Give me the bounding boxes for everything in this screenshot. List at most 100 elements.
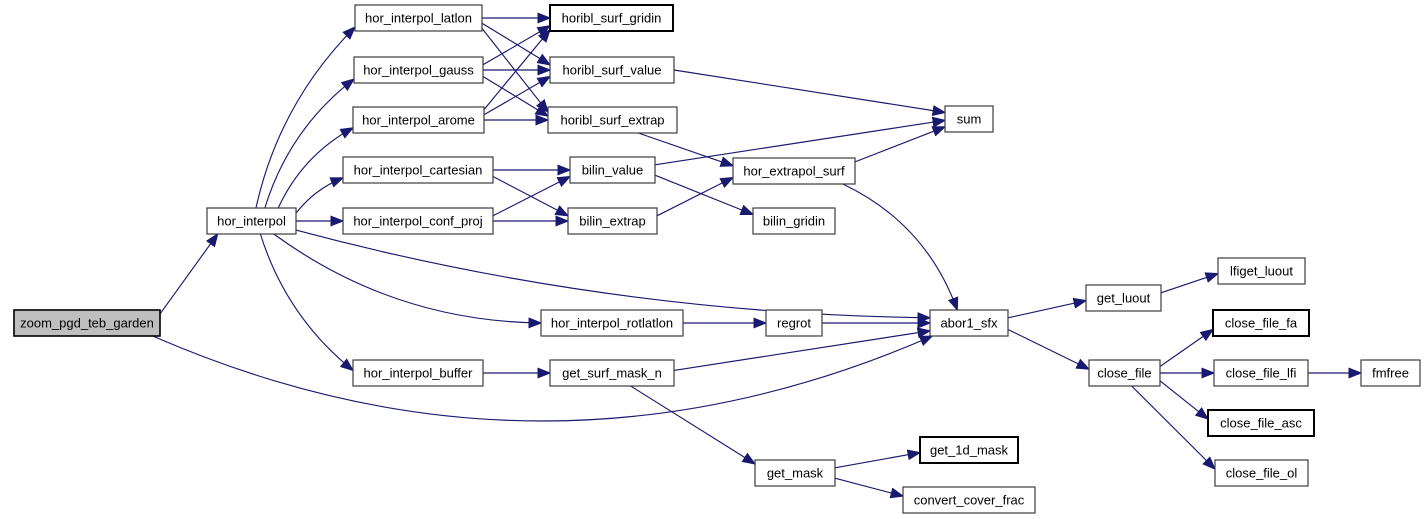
node-label: fmfree (1372, 366, 1409, 381)
node-hor_interpol_latlon[interactable]: hor_interpol_latlon (354, 4, 483, 32)
node-hor_interpol_cartesian[interactable]: hor_interpol_cartesian (342, 156, 494, 184)
node-box (342, 156, 494, 184)
edge-hor_interpol-to-hor_interpol_latlon (255, 26, 357, 209)
node-box (1088, 359, 1161, 387)
node-box (540, 309, 684, 337)
node-box (929, 309, 1009, 337)
edge-abor1_sfx-to-get_luout (1007, 297, 1088, 319)
edge-close_file-to-close_file_asc (1159, 380, 1210, 421)
node-close_file_asc[interactable]: close_file_asc (1207, 409, 1315, 437)
node-box (549, 359, 675, 387)
node-label: get_mask (767, 466, 824, 481)
node-box (944, 105, 994, 133)
node-label: close_file_ol (1226, 466, 1298, 481)
node-label: hor_interpol_cartesian (354, 163, 483, 178)
node-hor_interpol[interactable]: hor_interpol (206, 207, 297, 235)
node-horibl_surf_gridin[interactable]: horibl_surf_gridin (549, 4, 674, 32)
node-box (754, 459, 836, 487)
node-regrot[interactable]: regrot (765, 309, 823, 337)
node-close_file[interactable]: close_file (1088, 359, 1161, 387)
edge-hor_interpol-to-hor_interpol_cartesian (295, 177, 345, 214)
edge-hor_extrapol_surf-to-abor1_sfx (842, 183, 959, 312)
edge-hor_interpol-to-hor_interpol_buffer (259, 233, 355, 372)
edge-hor_interpol_arome-to-horibl_surf_value (483, 75, 552, 116)
node-box (1207, 409, 1315, 437)
node-horibl_surf_extrap[interactable]: horibl_surf_extrap (547, 106, 678, 134)
node-close_file_ol[interactable]: close_file_ol (1214, 459, 1309, 487)
node-bilin_gridin[interactable]: bilin_gridin (752, 207, 836, 235)
edge-bilin_value-to-bilin_gridin (654, 174, 755, 216)
node-label: bilin_extrap (579, 214, 646, 229)
edge-zoom_pgd_teb_garden-to-abor1_sfx (152, 335, 934, 422)
node-label: bilin_value (582, 163, 643, 178)
node-box (765, 309, 823, 337)
node-label: get_surf_mask_n (562, 366, 662, 381)
node-label: hor_interpol (217, 214, 286, 229)
edge-hor_interpol-to-hor_interpol_rotlatlon (273, 233, 543, 329)
node-zoom_pgd_teb_garden[interactable]: zoom_pgd_teb_garden (13, 309, 161, 337)
node-label: regrot (777, 316, 811, 331)
node-label: hor_interpol_buffer (364, 366, 474, 381)
node-label: zoom_pgd_teb_garden (20, 316, 154, 331)
node-get_1d_mask[interactable]: get_1d_mask (919, 436, 1019, 464)
node-box (354, 4, 483, 32)
node-label: bilin_gridin (763, 214, 825, 229)
node-label: horibl_surf_gridin (562, 11, 662, 26)
node-box (352, 359, 484, 387)
node-box (902, 486, 1036, 514)
node-label: hor_interpol_conf_proj (353, 214, 482, 229)
node-fmfree[interactable]: fmfree (1360, 359, 1421, 387)
node-box (206, 207, 297, 235)
node-close_file_fa[interactable]: close_file_fa (1212, 309, 1310, 337)
node-label: close_file_fa (1225, 316, 1298, 331)
node-hor_interpol_rotlatlon[interactable]: hor_interpol_rotlatlon (540, 309, 684, 337)
edge-horibl_surf_extrap-to-hor_extrapol_surf (638, 132, 735, 167)
edge-hor_interpol-to-hor_interpol_arome (277, 127, 355, 209)
edge-close_file-to-close_file_ol (1131, 385, 1217, 471)
edge-hor_interpol_arome-to-horibl_surf_gridin (483, 28, 551, 110)
node-box (732, 157, 856, 185)
node-box (1360, 359, 1421, 387)
node-get_mask[interactable]: get_mask (754, 459, 836, 487)
edge-get_mask-to-get_1d_mask (834, 449, 922, 469)
node-close_file_lfi[interactable]: close_file_lfi (1213, 359, 1309, 387)
node-label: get_1d_mask (930, 443, 1009, 458)
node-label: hor_interpol_latlon (365, 11, 472, 26)
edge-horibl_surf_value-to-sum (673, 69, 947, 116)
node-hor_interpol_arome[interactable]: hor_interpol_arome (352, 106, 485, 134)
node-bilin_extrap[interactable]: bilin_extrap (567, 207, 658, 235)
node-box (752, 207, 836, 235)
edge-hor_interpol_latlon-to-horibl_surf_value (481, 22, 552, 66)
node-label: horibl_surf_value (562, 63, 661, 78)
node-box (919, 436, 1019, 464)
node-hor_extrapol_surf[interactable]: hor_extrapol_surf (732, 157, 856, 185)
node-box (1213, 359, 1309, 387)
node-hor_interpol_conf_proj[interactable]: hor_interpol_conf_proj (342, 207, 494, 235)
nodes-layer: zoom_pgd_teb_garden hor_interpol hor_inter… (13, 4, 1421, 514)
edge-hor_extrapol_surf-to-sum (854, 126, 947, 163)
edge-zoom_pgd_teb_garden-to-hor_interpol (159, 232, 219, 315)
node-sum[interactable]: sum (944, 105, 994, 133)
edge-get_surf_mask_n-to-abor1_sfx (673, 327, 932, 371)
node-horibl_surf_value[interactable]: horibl_surf_value (549, 56, 675, 84)
node-hor_interpol_buffer[interactable]: hor_interpol_buffer (352, 359, 484, 387)
node-box (569, 156, 656, 184)
node-bilin_value[interactable]: bilin_value (569, 156, 656, 184)
edge-close_file-to-close_file_fa (1159, 328, 1215, 367)
node-label: hor_interpol_arome (362, 113, 475, 128)
edge-bilin_value-to-sum (654, 116, 947, 166)
edge-get_luout-to-lfiget_luout (1160, 272, 1220, 294)
node-convert_cover_frac[interactable]: convert_cover_frac (902, 486, 1036, 514)
node-hor_interpol_gauss[interactable]: hor_interpol_gauss (353, 56, 484, 84)
edge-hor_interpol-to-hor_interpol_gauss (264, 78, 356, 209)
node-abor1_sfx[interactable]: abor1_sfx (929, 309, 1009, 337)
node-get_surf_mask_n[interactable]: get_surf_mask_n (549, 359, 675, 387)
node-box (353, 56, 484, 84)
node-get_luout[interactable]: get_luout (1085, 284, 1162, 312)
edge-get_surf_mask_n-to-get_mask (630, 385, 757, 465)
node-label: close_file (1097, 366, 1151, 381)
edge-bilin_extrap-to-hor_extrapol_surf (656, 176, 735, 217)
node-lfiget_luout[interactable]: lfiget_luout (1217, 257, 1306, 285)
node-box (1085, 284, 1162, 312)
